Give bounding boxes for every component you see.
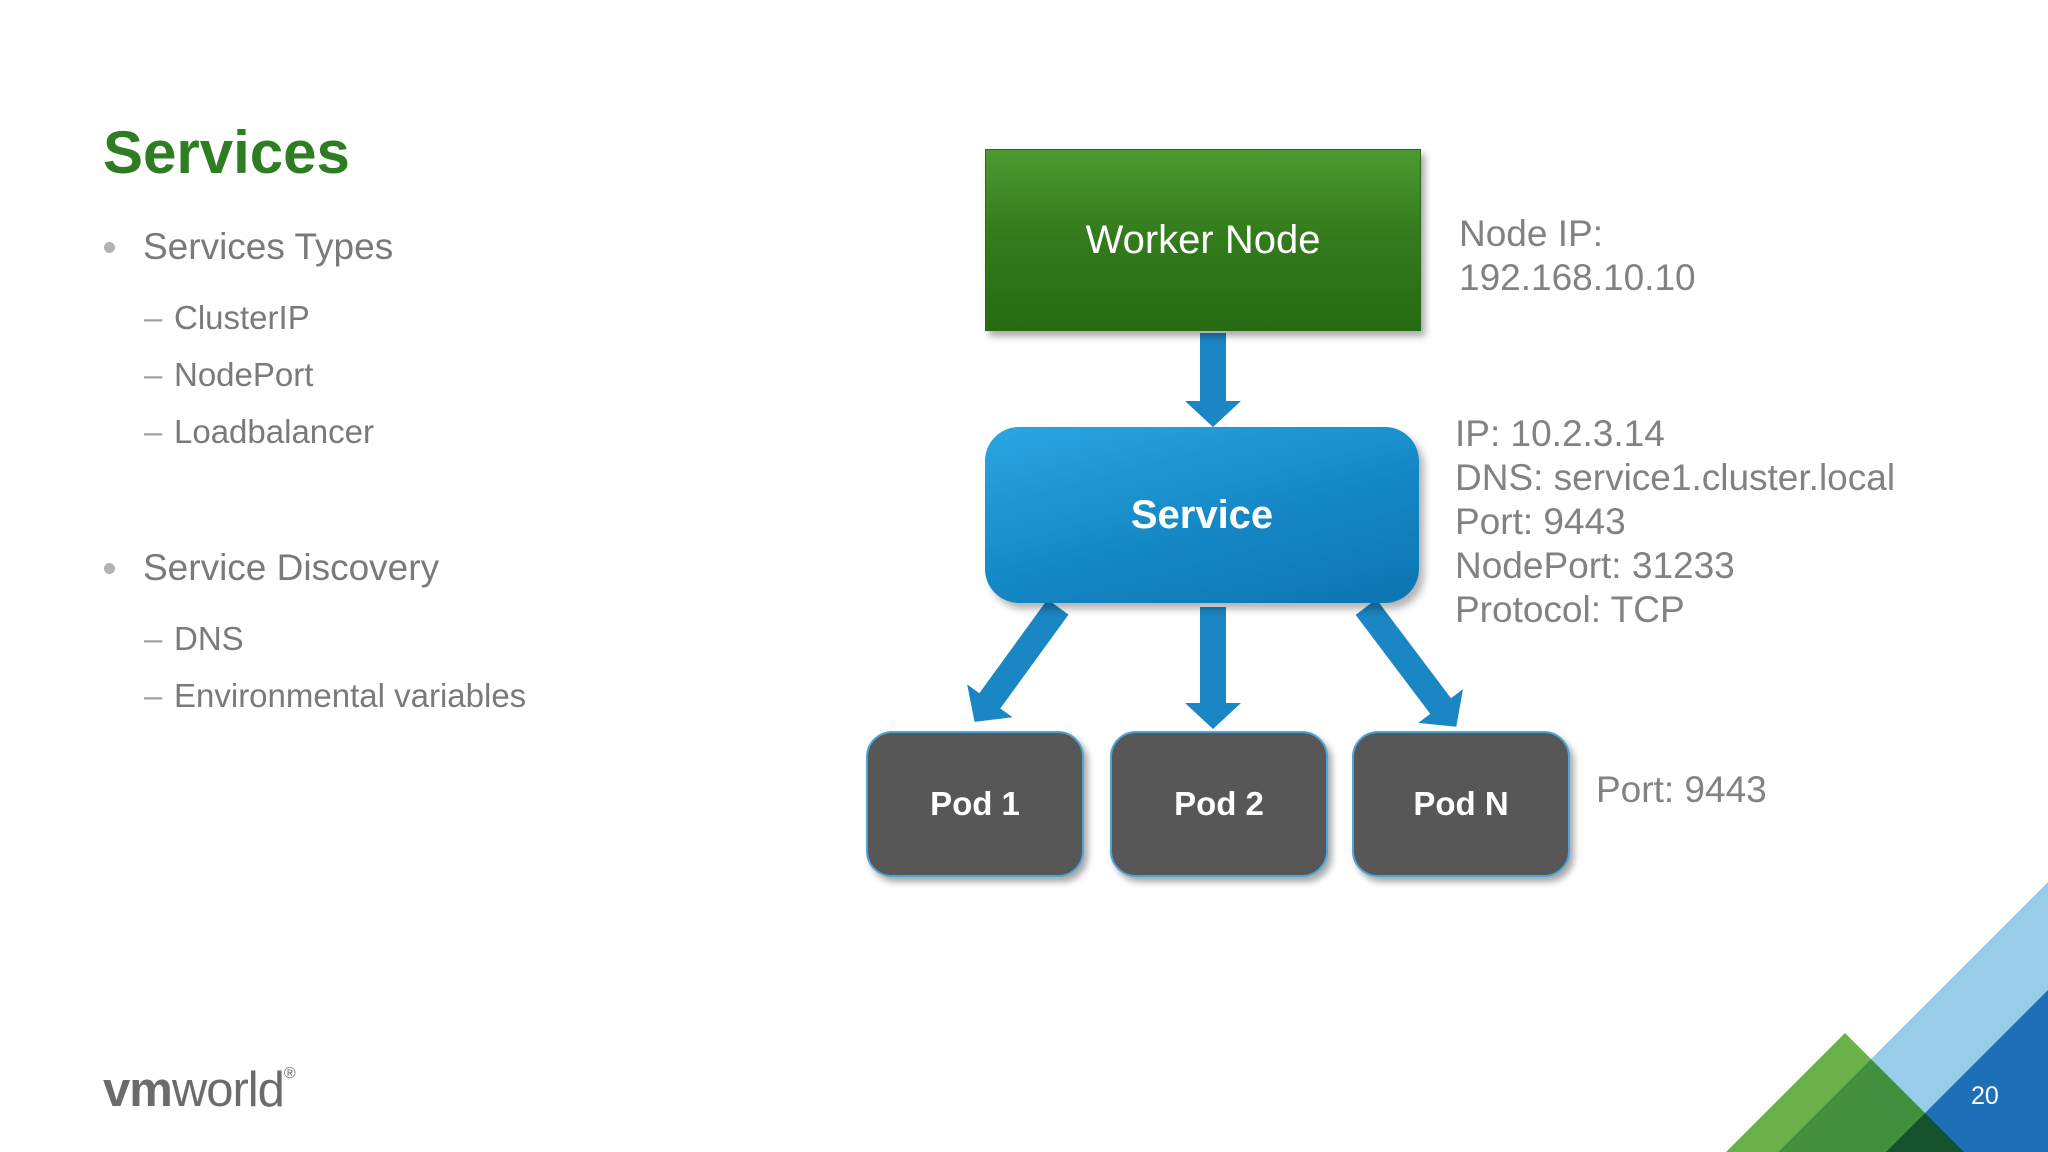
bullet-dot-icon [104,242,115,253]
service-info-annotation: IP: 10.2.3.14 DNS: service1.cluster.loca… [1455,412,1895,632]
dash-marker-icon: – [144,299,163,336]
annotation-line: Port: 9443 [1455,501,1626,542]
pod-port-annotation: Port: 9443 [1596,768,1767,812]
worker-node-label: Worker Node [1085,217,1321,262]
dash-marker-icon: – [144,677,163,714]
deco-green-triangle [1726,1033,1871,1152]
sub-item-label: ClusterIP [174,299,310,336]
bullet-title: Services Types [143,226,394,267]
deco-dark-blue-triangle [1886,990,2048,1152]
pod-2-label: Pod 2 [1174,785,1264,822]
annotation-line: Protocol: TCP [1455,589,1685,630]
worker-node-box: Worker Node [985,149,1421,331]
list-item: Services Types [104,224,724,296]
arrow-worker-to-service-icon [1185,333,1241,427]
pod-1-box: Pod 1 [866,731,1084,877]
vmworld-logo-world: world [171,1063,285,1117]
annotation-line: DNS: service1.cluster.local [1455,457,1896,498]
annotation-line: Port: 9443 [1596,769,1767,810]
deco-green-overlap-mid [1778,1059,1925,1152]
page-number: 20 [1971,1082,1999,1110]
bullet-title: Service Discovery [143,547,440,588]
node-ip-annotation: Node IP: 192.168.10.10 [1459,212,1696,300]
pod-2-box: Pod 2 [1110,731,1328,877]
corner-decoration [1726,882,2048,1152]
registered-trademark-icon: ® [283,1065,296,1082]
pod-n-label: Pod N [1413,785,1509,822]
vmworld-logo: vmworld® [103,1062,296,1118]
annotation-line: IP: 10.2.3.14 [1455,413,1665,454]
pod-1-label: Pod 1 [930,785,1020,822]
list-item: – Environmental variables [104,674,724,731]
sub-item-label: Loadbalancer [174,413,374,450]
list-item: Service Discovery [104,545,724,617]
bullet-group-services-types: Services Types – ClusterIP – NodePort – … [104,224,724,467]
bullet-group-service-discovery: Service Discovery – DNS – Environmental … [104,545,724,731]
pod-n-box: Pod N [1352,731,1570,877]
service-box: Service [985,427,1419,603]
list-item: – NodePort [104,353,724,410]
dash-marker-icon: – [144,413,163,450]
sub-item-label: NodePort [174,356,314,393]
bullet-dot-icon [104,563,115,574]
list-item: – ClusterIP [104,296,724,353]
sub-item-label: DNS [174,620,244,657]
annotation-line: 192.168.10.10 [1459,257,1696,298]
list-item: – DNS [104,617,724,674]
arrow-service-to-pod1-icon [967,599,1069,722]
deco-green-overlap-dark [1886,1113,1964,1152]
annotation-line: NodePort: 31233 [1455,545,1735,586]
annotation-line: Node IP: [1459,213,1603,254]
list-item: – Loadbalancer [104,410,724,467]
vmworld-logo-vm: vm [103,1063,173,1117]
dash-marker-icon: – [144,356,163,393]
slide-title: Services [103,119,350,186]
arrow-service-to-pod2-icon [1185,607,1241,729]
sub-item-label: Environmental variables [174,677,527,714]
service-label: Service [1130,492,1274,537]
dash-marker-icon: – [144,620,163,657]
